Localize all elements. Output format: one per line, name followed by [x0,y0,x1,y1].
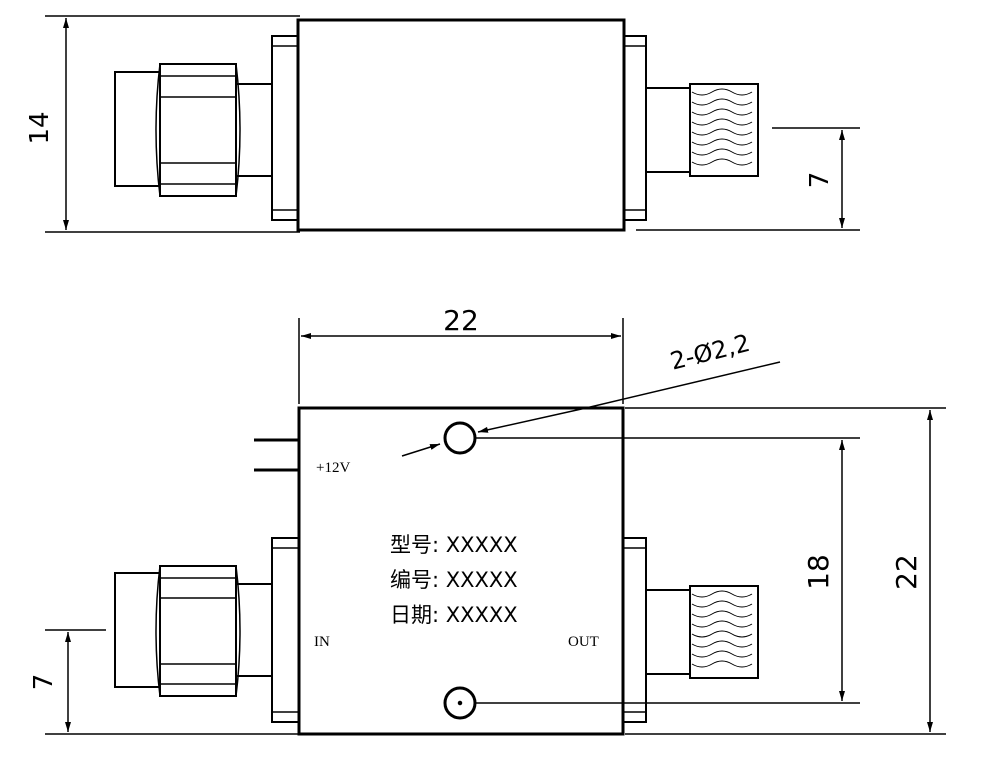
side-output-offset-dimension [636,127,860,231]
hole-callout-leader [401,361,781,457]
side-height-dim-label: 14 [25,111,55,144]
input-label: IN [314,634,330,650]
top-height-dimension [625,407,946,735]
top-width-dim-label: 22 [443,304,479,337]
top-view [45,318,946,736]
hole-spacing-dimension [476,437,860,704]
model-line: 型号: XXXXX [390,533,518,557]
mounting-hole-bottom [443,686,477,720]
date-line: 日期: XXXXX [390,603,518,627]
side-view [45,15,860,233]
top-width-dimension [298,318,624,404]
sma-male-connector-bottom-left [114,537,300,723]
hole-callout-label: 2-Ø2,2 [667,329,752,376]
input-offset-dim-label: 7 [29,674,59,691]
hole-spacing-dim-label: 18 [802,554,835,590]
side-body [296,18,626,232]
mounting-hole-top [443,421,477,455]
serial-line: 编号: XXXXX [390,568,518,592]
sma-female-connector-right [623,35,759,221]
input-offset-dimension [45,629,299,735]
sma-male-connector-left [114,35,299,221]
side-height-dimension [45,15,300,233]
output-label: OUT [568,634,599,650]
side-offset-dim-label: 7 [805,172,835,189]
sma-female-connector-bottom-right [622,537,759,723]
top-height-dim-label: 22 [890,554,923,590]
power-label: +12V [316,460,350,476]
power-pins [254,438,300,472]
